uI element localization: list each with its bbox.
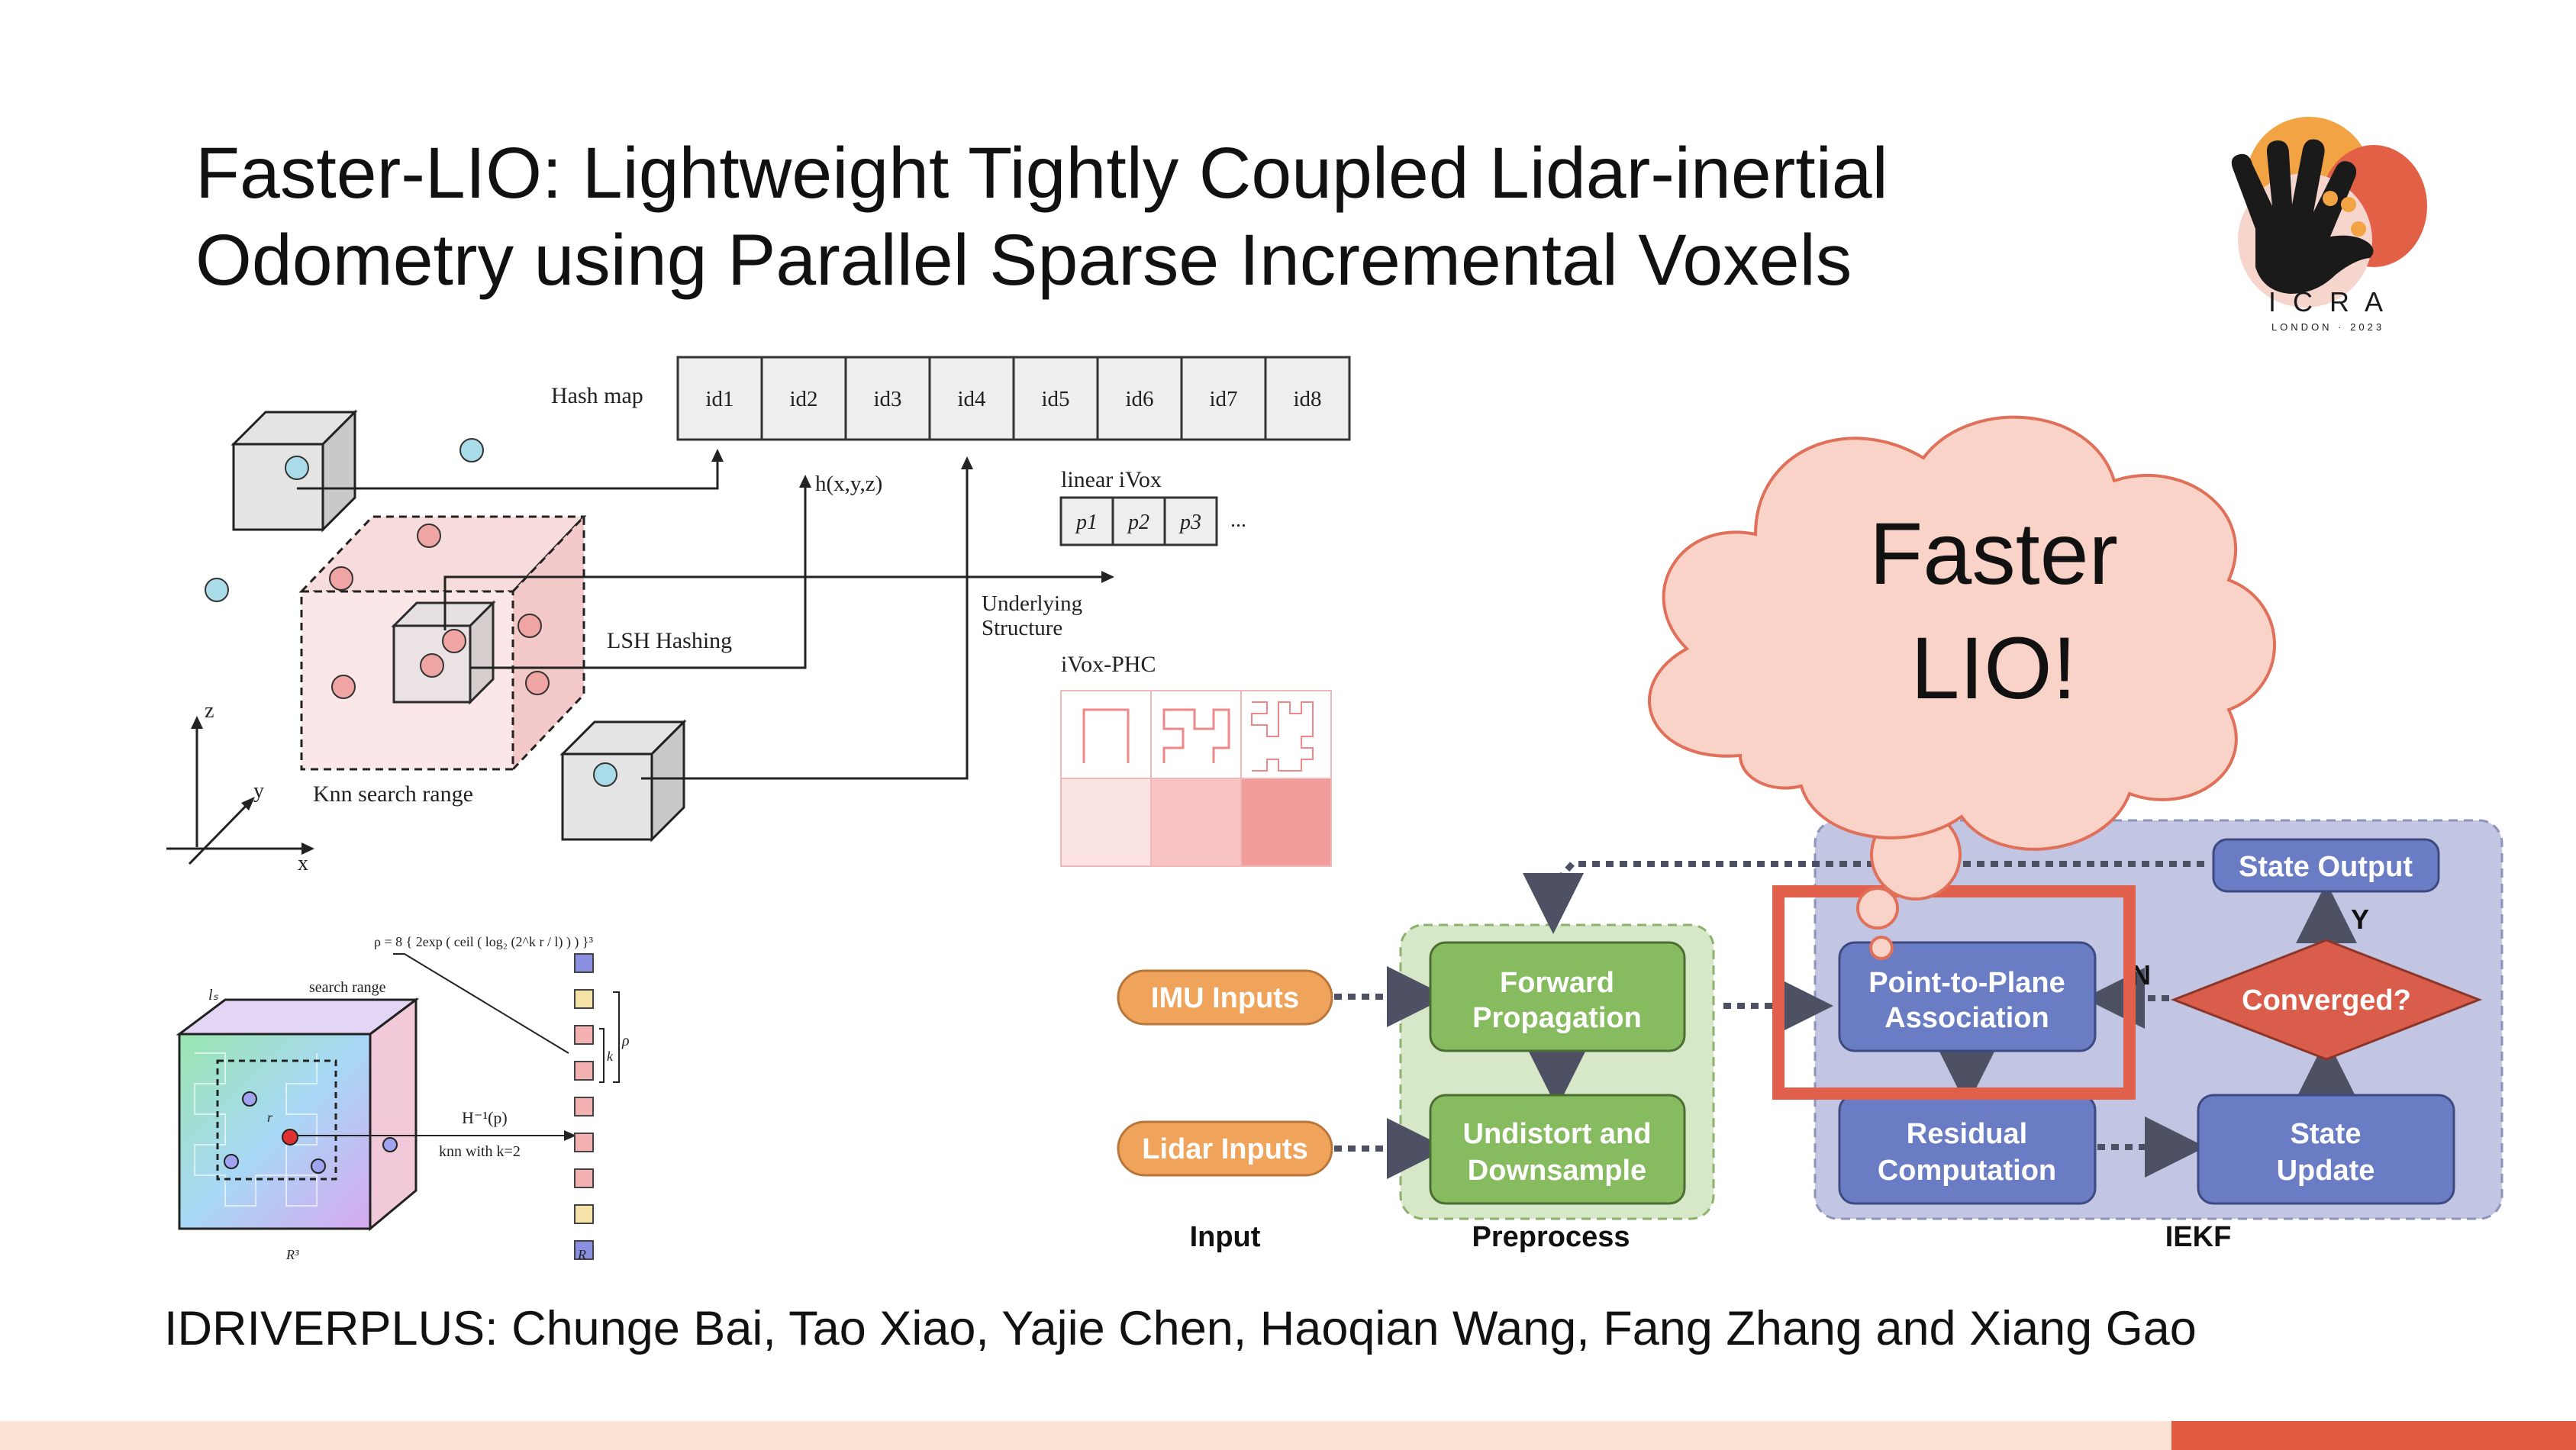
hash-cell-6: id6: [1125, 387, 1153, 411]
linear-ivox-label: linear iVox: [1061, 467, 1162, 492]
state-update-label-1: State: [2291, 1118, 2362, 1150]
hash-cell-5: id5: [1041, 387, 1069, 411]
hash-cell-1: id1: [705, 387, 733, 411]
thought-cloud: [1647, 415, 2276, 960]
underlying-label: Underlying: [982, 591, 1082, 616]
imu-inputs-label: IMU Inputs: [1151, 982, 1299, 1014]
group-label-input: Input: [1190, 1221, 1261, 1253]
points-pink: [329, 524, 550, 699]
r-label: r: [267, 1110, 273, 1125]
knn-label: Knn search range: [313, 781, 473, 807]
state-update-label-2: Update: [2277, 1155, 2375, 1187]
ellipsis: ...: [1230, 508, 1246, 532]
association-highlight: [1772, 885, 2136, 1100]
linear-ivox-cells: [1059, 496, 1218, 546]
hinv-label: H⁻¹(p): [462, 1108, 508, 1127]
group-label-iekf: IEKF: [2165, 1221, 2232, 1253]
p-cell-2: p2: [1127, 511, 1149, 534]
point-blue: [459, 438, 484, 462]
undistort-label-2: Downsample: [1468, 1155, 1646, 1187]
imu-inputs-box: [1117, 969, 1333, 1026]
converged-decision: [2170, 939, 2483, 1061]
yes-label: Y: [2351, 904, 2369, 935]
icra-logo: I C R A LONDON · 2023: [2231, 117, 2427, 333]
hash-cell-7: id7: [1209, 387, 1237, 411]
search-range-label: search range: [309, 979, 386, 996]
hash-function-label: h(x,y,z): [815, 472, 882, 496]
axis-z: z: [205, 699, 214, 723]
association-box: [1838, 941, 2097, 1052]
residual-label-1: Residual: [1907, 1118, 2027, 1150]
cloud-line-1: Faster: [1869, 505, 2118, 603]
hash-cell-3: id3: [873, 387, 901, 411]
author-line: IDRIVERPLUS: Chunge Bai, Tao Xiao, Yajie…: [164, 1302, 2197, 1355]
arrow-underlying: [443, 575, 1107, 630]
cube-side: [369, 997, 418, 1232]
arrow-id4: [641, 464, 969, 780]
hash-cell-2: id2: [789, 387, 817, 411]
lidar-inputs-label: Lidar Inputs: [1142, 1133, 1307, 1165]
voxel-bottom-right: [559, 719, 687, 843]
lidar-inputs-box: [1117, 1120, 1333, 1177]
bottom-accent-bar: [2171, 1421, 2576, 1450]
forward-propagation-box: [1429, 941, 1686, 1052]
state-output-box: [2212, 838, 2440, 893]
slide-title: Faster-LIO: Lightweight Tightly Coupled …: [195, 133, 1888, 301]
bottom-bar: [0, 1421, 2171, 1450]
hash-map-row: [676, 356, 1351, 441]
knn-k2-label: knn with k=2: [439, 1143, 521, 1160]
rho-label: ρ: [621, 1033, 630, 1049]
p-cell-1: p1: [1075, 511, 1098, 534]
logo-subtitle: LONDON · 2023: [2271, 321, 2384, 333]
phc-cube-diagram: ρ = 8 { 2exp ( ceil ( log₂ (2^k r / l) )…: [176, 934, 630, 1262]
structure-label: Structure: [982, 616, 1062, 640]
axis-x: x: [298, 852, 308, 875]
k-label: k: [607, 1049, 614, 1064]
logo-letters: I C R A: [2268, 286, 2387, 317]
hash-cell-4: id4: [957, 387, 986, 411]
point-blue: [205, 578, 229, 602]
state-output-label: State Output: [2239, 851, 2413, 883]
forward-propagation-label-2: Propagation: [1472, 1002, 1642, 1034]
cloud-line-2: LIO!: [1910, 620, 2076, 717]
axis-y: y: [253, 779, 264, 803]
voxel-top-left: [231, 409, 358, 533]
flow-diagram: IMU Inputs Lidar Inputs Forward Propagat…: [1117, 415, 2503, 1253]
cube-front: [178, 1033, 372, 1230]
forward-propagation-label-1: Forward: [1500, 967, 1614, 999]
lsh-label: LSH Hashing: [607, 628, 732, 653]
ivox-phc-grid: [1060, 690, 1332, 867]
axes: [166, 721, 309, 865]
search-range-box: [216, 1059, 337, 1181]
hash-cell-8: id8: [1293, 387, 1321, 411]
hash-map-diagram: Hash map id1 id2 id3 id4 id5 id6 id7 id8: [166, 356, 1351, 875]
state-update-box: [2197, 1094, 2455, 1205]
point-blue: [285, 456, 309, 480]
residual-label-2: Computation: [1878, 1155, 2056, 1187]
association-label-1: Point-to-Plane: [1868, 967, 2065, 999]
r3-label: R³: [285, 1247, 299, 1262]
query-point: [282, 1129, 298, 1146]
group-label-preprocess: Preprocess: [1472, 1221, 1630, 1253]
undistort-label-1: Undistort and: [1463, 1118, 1652, 1150]
p-cell-3: p3: [1178, 511, 1201, 534]
l-label: lₛ: [208, 987, 219, 1004]
undistort-box: [1429, 1094, 1686, 1205]
converged-label: Converged?: [2242, 984, 2411, 1017]
ivox-phc-label: iVox-PHC: [1061, 652, 1156, 677]
hand-icon: [2231, 139, 2374, 294]
arrow-id2: [297, 456, 719, 490]
voxel-center: [391, 600, 496, 705]
hash-map-label: Hash map: [551, 383, 643, 408]
point-blue: [593, 762, 617, 787]
phc-formula: ρ = 8 { 2exp ( ceil ( log₂ (2^k r / l) )…: [374, 934, 594, 950]
arrow-lsh: [470, 482, 807, 669]
association-label-2: Association: [1884, 1002, 2049, 1034]
r-axis-label: R: [577, 1247, 586, 1262]
